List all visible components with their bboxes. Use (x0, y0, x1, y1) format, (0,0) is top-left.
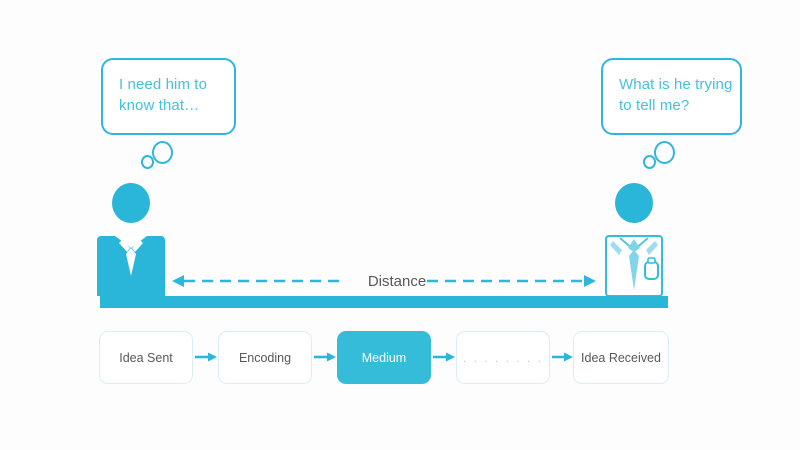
flow-arrow-1 (195, 352, 217, 362)
flow-step-encoding[interactable]: Encoding (218, 331, 312, 384)
medium-channel-bar (100, 296, 668, 308)
flow-step-medium[interactable]: Medium (337, 331, 431, 384)
receiver-bubble-tail-small (643, 155, 656, 169)
sender-bubble-tail-large (152, 141, 173, 164)
distance-label: Distance (367, 273, 427, 290)
sender-thought-line-1: I need him to (119, 76, 208, 93)
distance-arrow (172, 275, 596, 287)
receiver-bubble-tail-large (654, 141, 675, 164)
flow-step-idea-received[interactable]: Idea Received (573, 331, 669, 384)
flow-arrow-4 (552, 352, 573, 362)
receiver-thought-bubble: What is he trying to tell me? (601, 58, 742, 135)
sender-thought-bubble: I need him to know that… (101, 58, 236, 135)
sender-bubble-tail-small (141, 155, 154, 169)
flow-arrows (195, 352, 573, 362)
flow-step-placeholder[interactable]: . . . . . . . . (456, 331, 550, 384)
receiver-figure (605, 183, 663, 297)
receiver-thought-line-2: to tell me? (619, 97, 690, 114)
flow-arrow-3 (433, 352, 455, 362)
process-flow: Idea Sent Encoding Medium . . . . . . . … (0, 331, 800, 387)
sender-thought-line-2: know that… (119, 97, 200, 114)
flow-step-idea-sent[interactable]: Idea Sent (99, 331, 193, 384)
sender-figure (97, 183, 165, 296)
receiver-thought-line-1: What is he trying (619, 76, 733, 93)
flow-arrow-2 (314, 352, 336, 362)
